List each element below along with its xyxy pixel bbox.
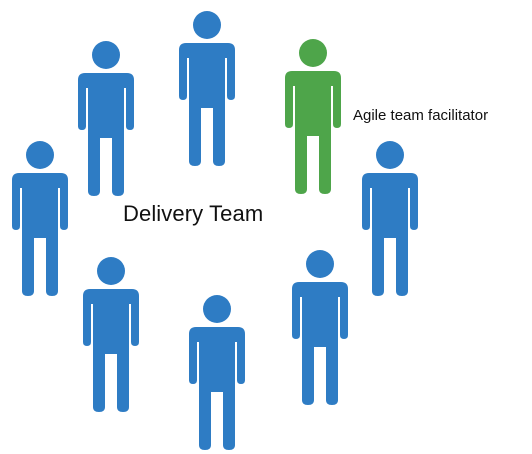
delivery-team-label: Delivery Team	[123, 201, 264, 226]
person-body	[179, 43, 235, 166]
team-member-person-icon	[76, 256, 146, 416]
person-head	[97, 257, 125, 285]
person-body	[78, 73, 134, 196]
team-member-person-icon	[285, 249, 355, 409]
person-head	[299, 39, 327, 67]
team-member-person-icon	[355, 140, 425, 300]
person-body	[189, 327, 245, 450]
team-member-person-icon	[71, 40, 141, 200]
person-head	[92, 41, 120, 69]
person-head	[193, 11, 221, 39]
person-body	[12, 173, 68, 296]
team-member-person-icon	[5, 140, 75, 300]
person-body	[292, 282, 348, 405]
person-body	[285, 71, 341, 194]
person-head	[306, 250, 334, 278]
facilitator-label: Agile team facilitator	[353, 107, 489, 124]
person-body	[362, 173, 418, 296]
person-head	[376, 141, 404, 169]
team-member-person-icon	[182, 294, 252, 454]
person-head	[26, 141, 54, 169]
team-member-person-icon	[172, 10, 242, 170]
person-body	[83, 289, 139, 412]
facilitator-person-icon	[278, 38, 348, 198]
delivery-team-diagram: Delivery Team Agile team facilitator	[5, 10, 489, 450]
person-head	[203, 295, 231, 323]
